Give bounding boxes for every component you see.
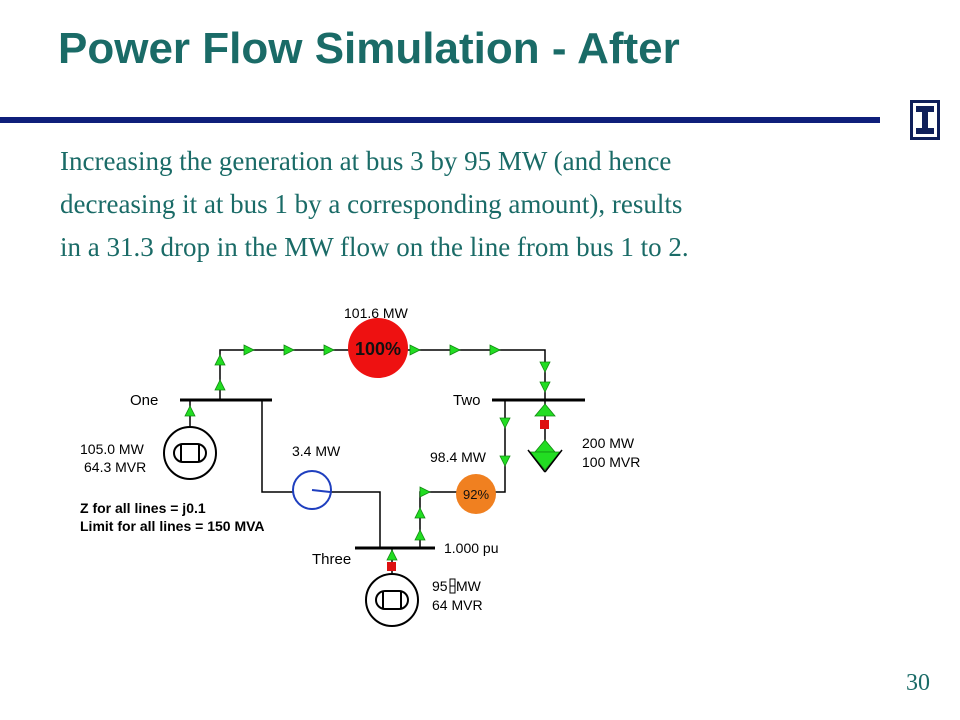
line-2-3-flow-label: 98.4 MW (430, 449, 487, 465)
line-1-2-loading-circle (348, 318, 408, 378)
note-impedance: Z for all lines = j0.1 (80, 500, 206, 516)
gen-three-mw-unit: MW (456, 578, 482, 594)
note-limit: Limit for all lines = 150 MVA (80, 518, 265, 534)
description-line: decreasing it at bus 1 by a correspondin… (60, 189, 683, 219)
gen-three-mw-value: 95 (432, 578, 448, 594)
description-paragraph: Increasing the generation at bus 3 by 95… (60, 140, 880, 269)
breaker-icon (540, 420, 549, 429)
title-rule (0, 117, 880, 123)
gen-one-mvar: 64.3 MVR (84, 459, 146, 475)
generator-icon (365, 573, 419, 627)
load-arrow-icon (527, 403, 563, 473)
slide-title: Power Flow Simulation - After (58, 24, 680, 73)
breaker-icon (387, 562, 396, 571)
bus-one-label: One (130, 392, 158, 409)
line-2-3-loading-circle (456, 474, 496, 514)
gen-one-mw: 105.0 MW (80, 441, 145, 457)
gen-three-mvar: 64 MVR (432, 597, 483, 613)
generator-icon (163, 426, 217, 480)
line-2-3-loading-label: 92% (463, 487, 489, 502)
bus-two-label: Two (453, 392, 481, 409)
bus-three-label: Three (312, 551, 351, 568)
load-two-mw: 200 MW (582, 435, 635, 451)
page-number: 30 (906, 670, 930, 696)
line-1-3-flow-label: 3.4 MW (292, 443, 341, 459)
line-2-3 (419, 400, 506, 548)
university-block-i-logo (910, 100, 940, 140)
line-1-2-flow-label: 101.6 MW (344, 305, 409, 321)
load-two-mvar: 100 MVR (582, 454, 640, 470)
mw-spinner-icon (292, 470, 332, 510)
description-line: in a 31.3 drop in the MW flow on the lin… (60, 232, 689, 262)
bus-three-voltage: 1.000 pu (444, 540, 499, 556)
flow-arrows (184, 344, 551, 561)
description-line: Increasing the generation at bus 3 by 95… (60, 146, 672, 176)
mw-stepper-icon (449, 578, 456, 594)
line-1-2-loading-label: 100% (355, 339, 401, 359)
